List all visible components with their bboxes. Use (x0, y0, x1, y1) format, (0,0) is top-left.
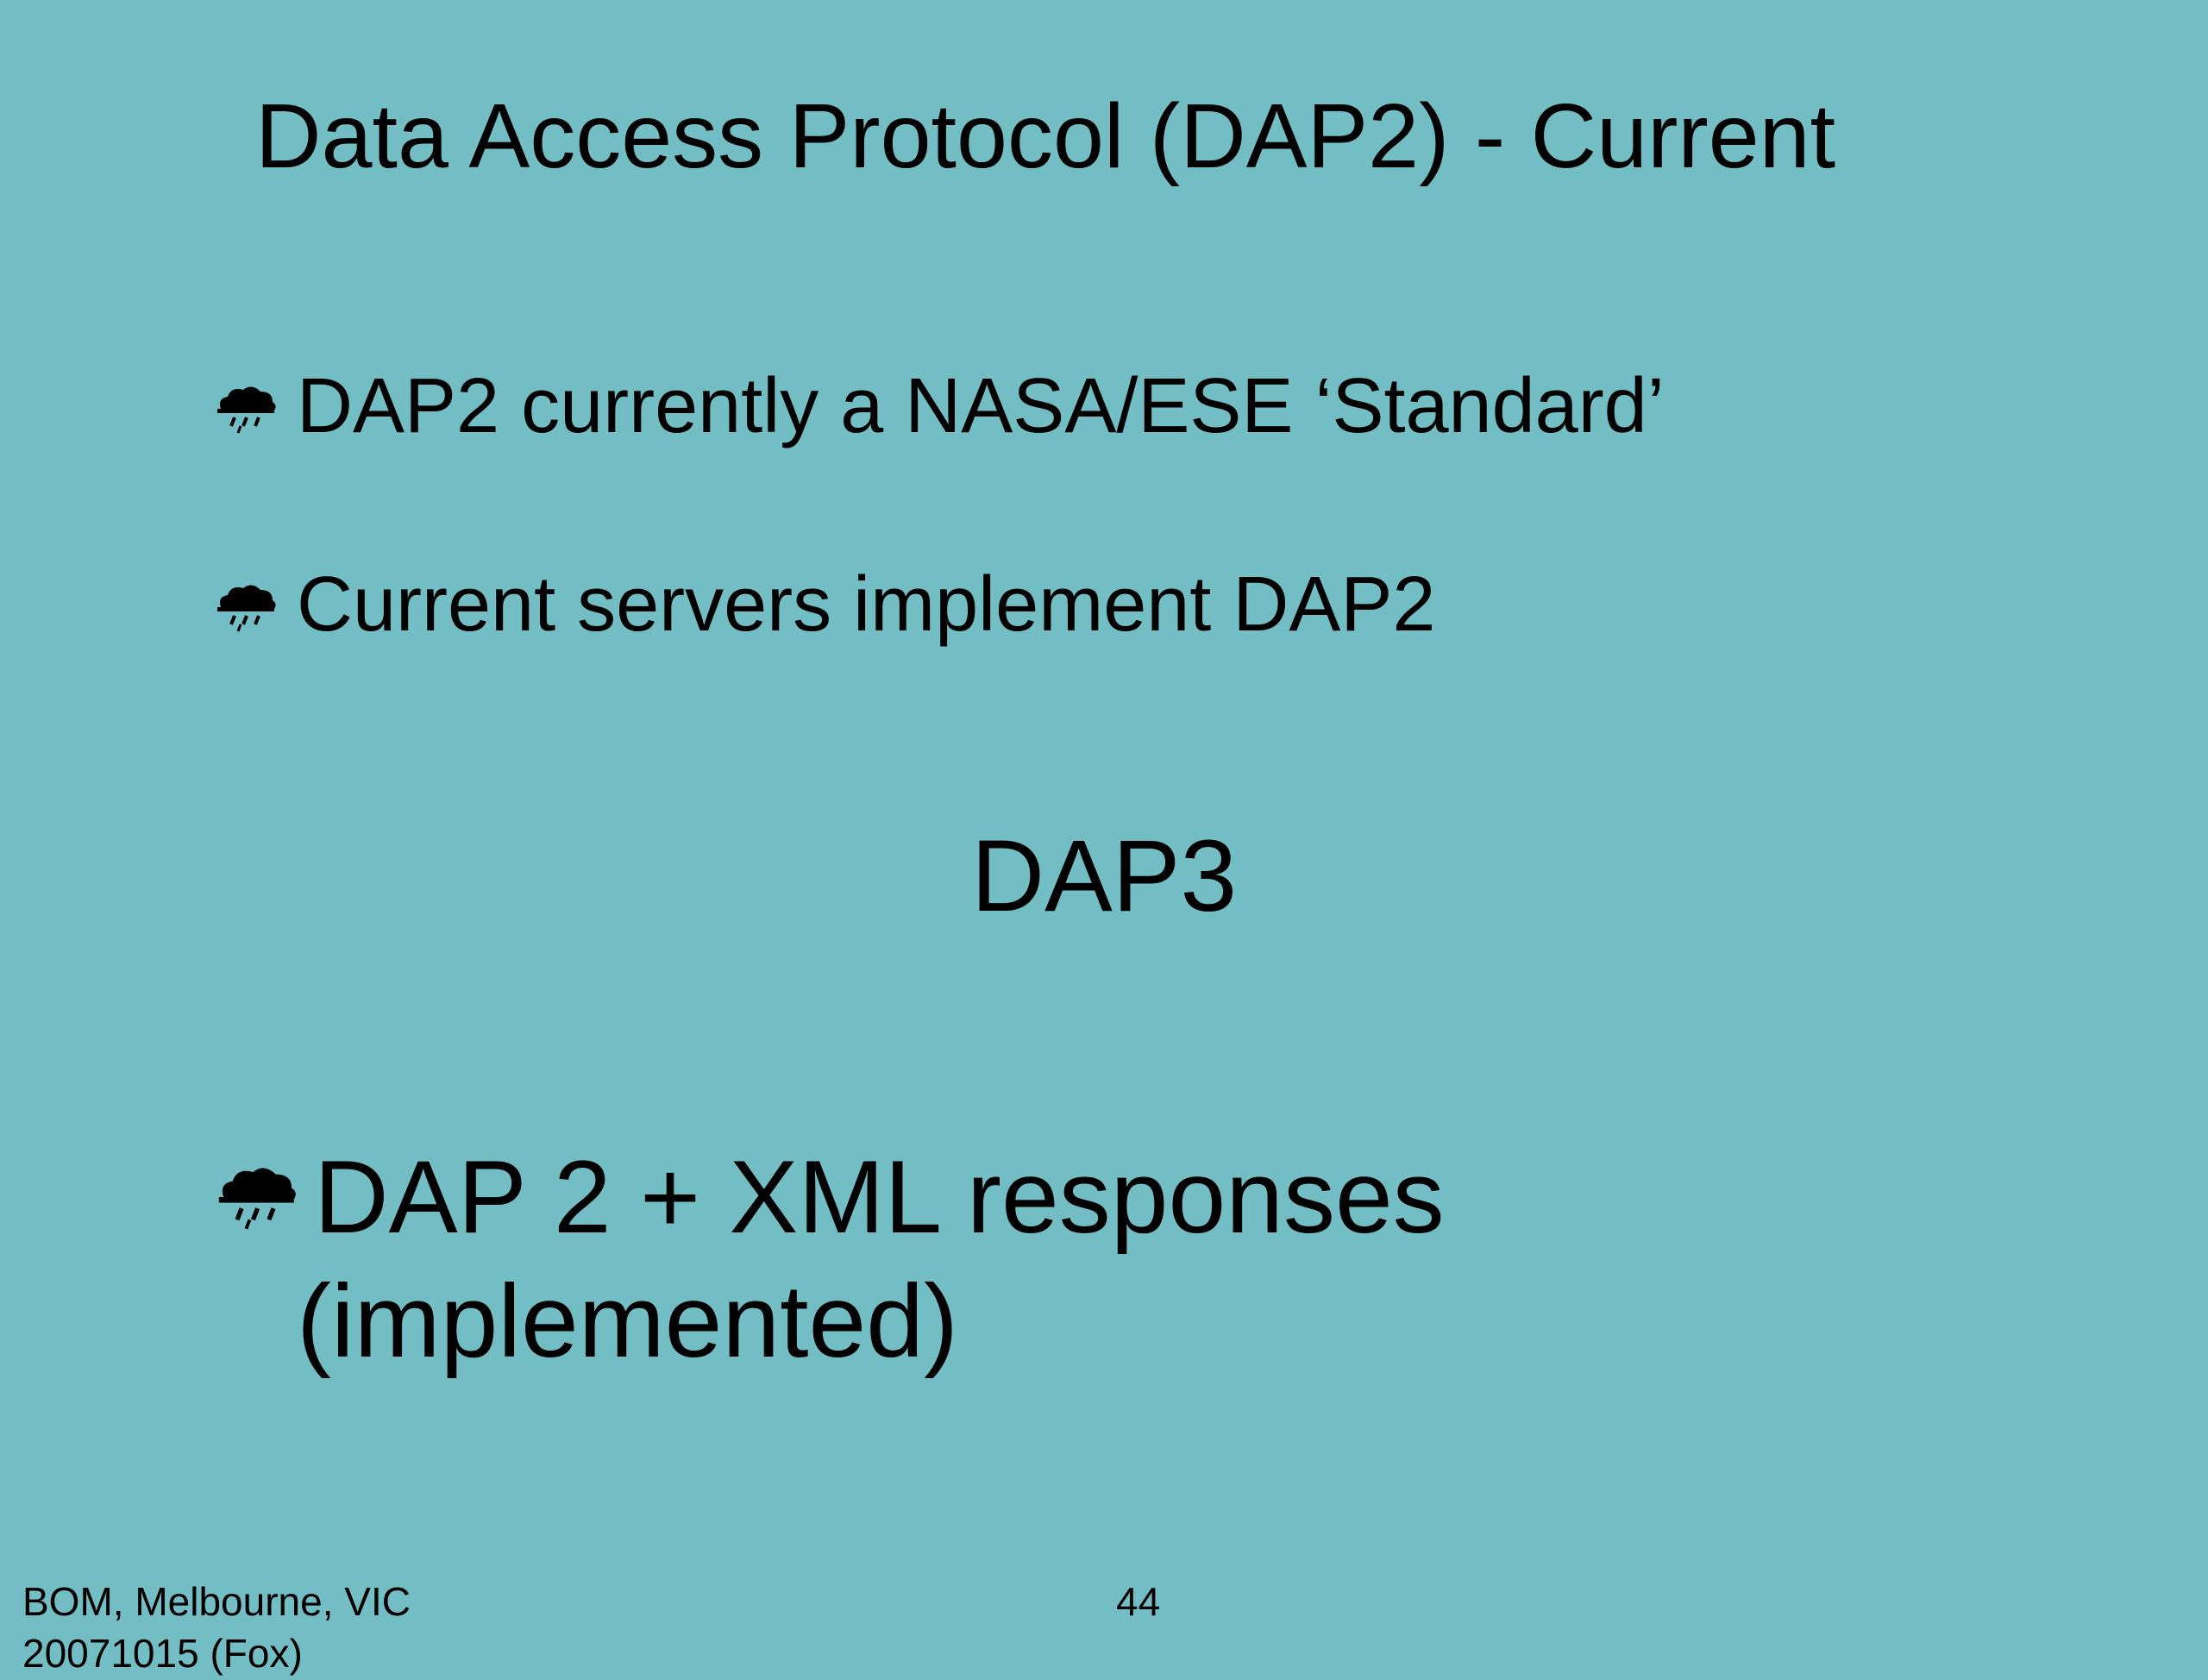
page-number: 44 (1116, 1579, 1161, 1624)
bullet-text: Current servers implement DAP2 (297, 561, 1436, 648)
bullet-item: Current servers implement DAP2 (212, 561, 1435, 650)
major-bullet-item: DAP 2 + XML responses (implemented) (212, 1135, 1694, 1383)
rain-cloud-icon (217, 386, 276, 434)
footer-date-author: 20071015 (Fox) (22, 1630, 303, 1676)
rain-cloud-icon (218, 1168, 296, 1230)
slide-title: Data Access Protocol (DAP2) - Current (255, 85, 1836, 187)
major-bullet-text: DAP 2 + XML responses (implemented) (297, 1135, 1694, 1383)
footer-location: BOM, Melbourne, VIC (22, 1579, 411, 1624)
bullet-item: DAP2 currently a NASA/ESE ‘Standard’ (212, 362, 1665, 452)
footer-left: BOM, Melbourne, VIC 20071015 (Fox) (22, 1577, 411, 1680)
major-bullet-line2: (implemented) (297, 1263, 958, 1379)
bullet-text: DAP2 currently a NASA/ESE ‘Standard’ (297, 363, 1665, 449)
section-heading: DAP3 (970, 819, 1238, 933)
major-bullet-line1: DAP 2 + XML responses (314, 1139, 1445, 1255)
rain-cloud-icon (217, 585, 276, 632)
